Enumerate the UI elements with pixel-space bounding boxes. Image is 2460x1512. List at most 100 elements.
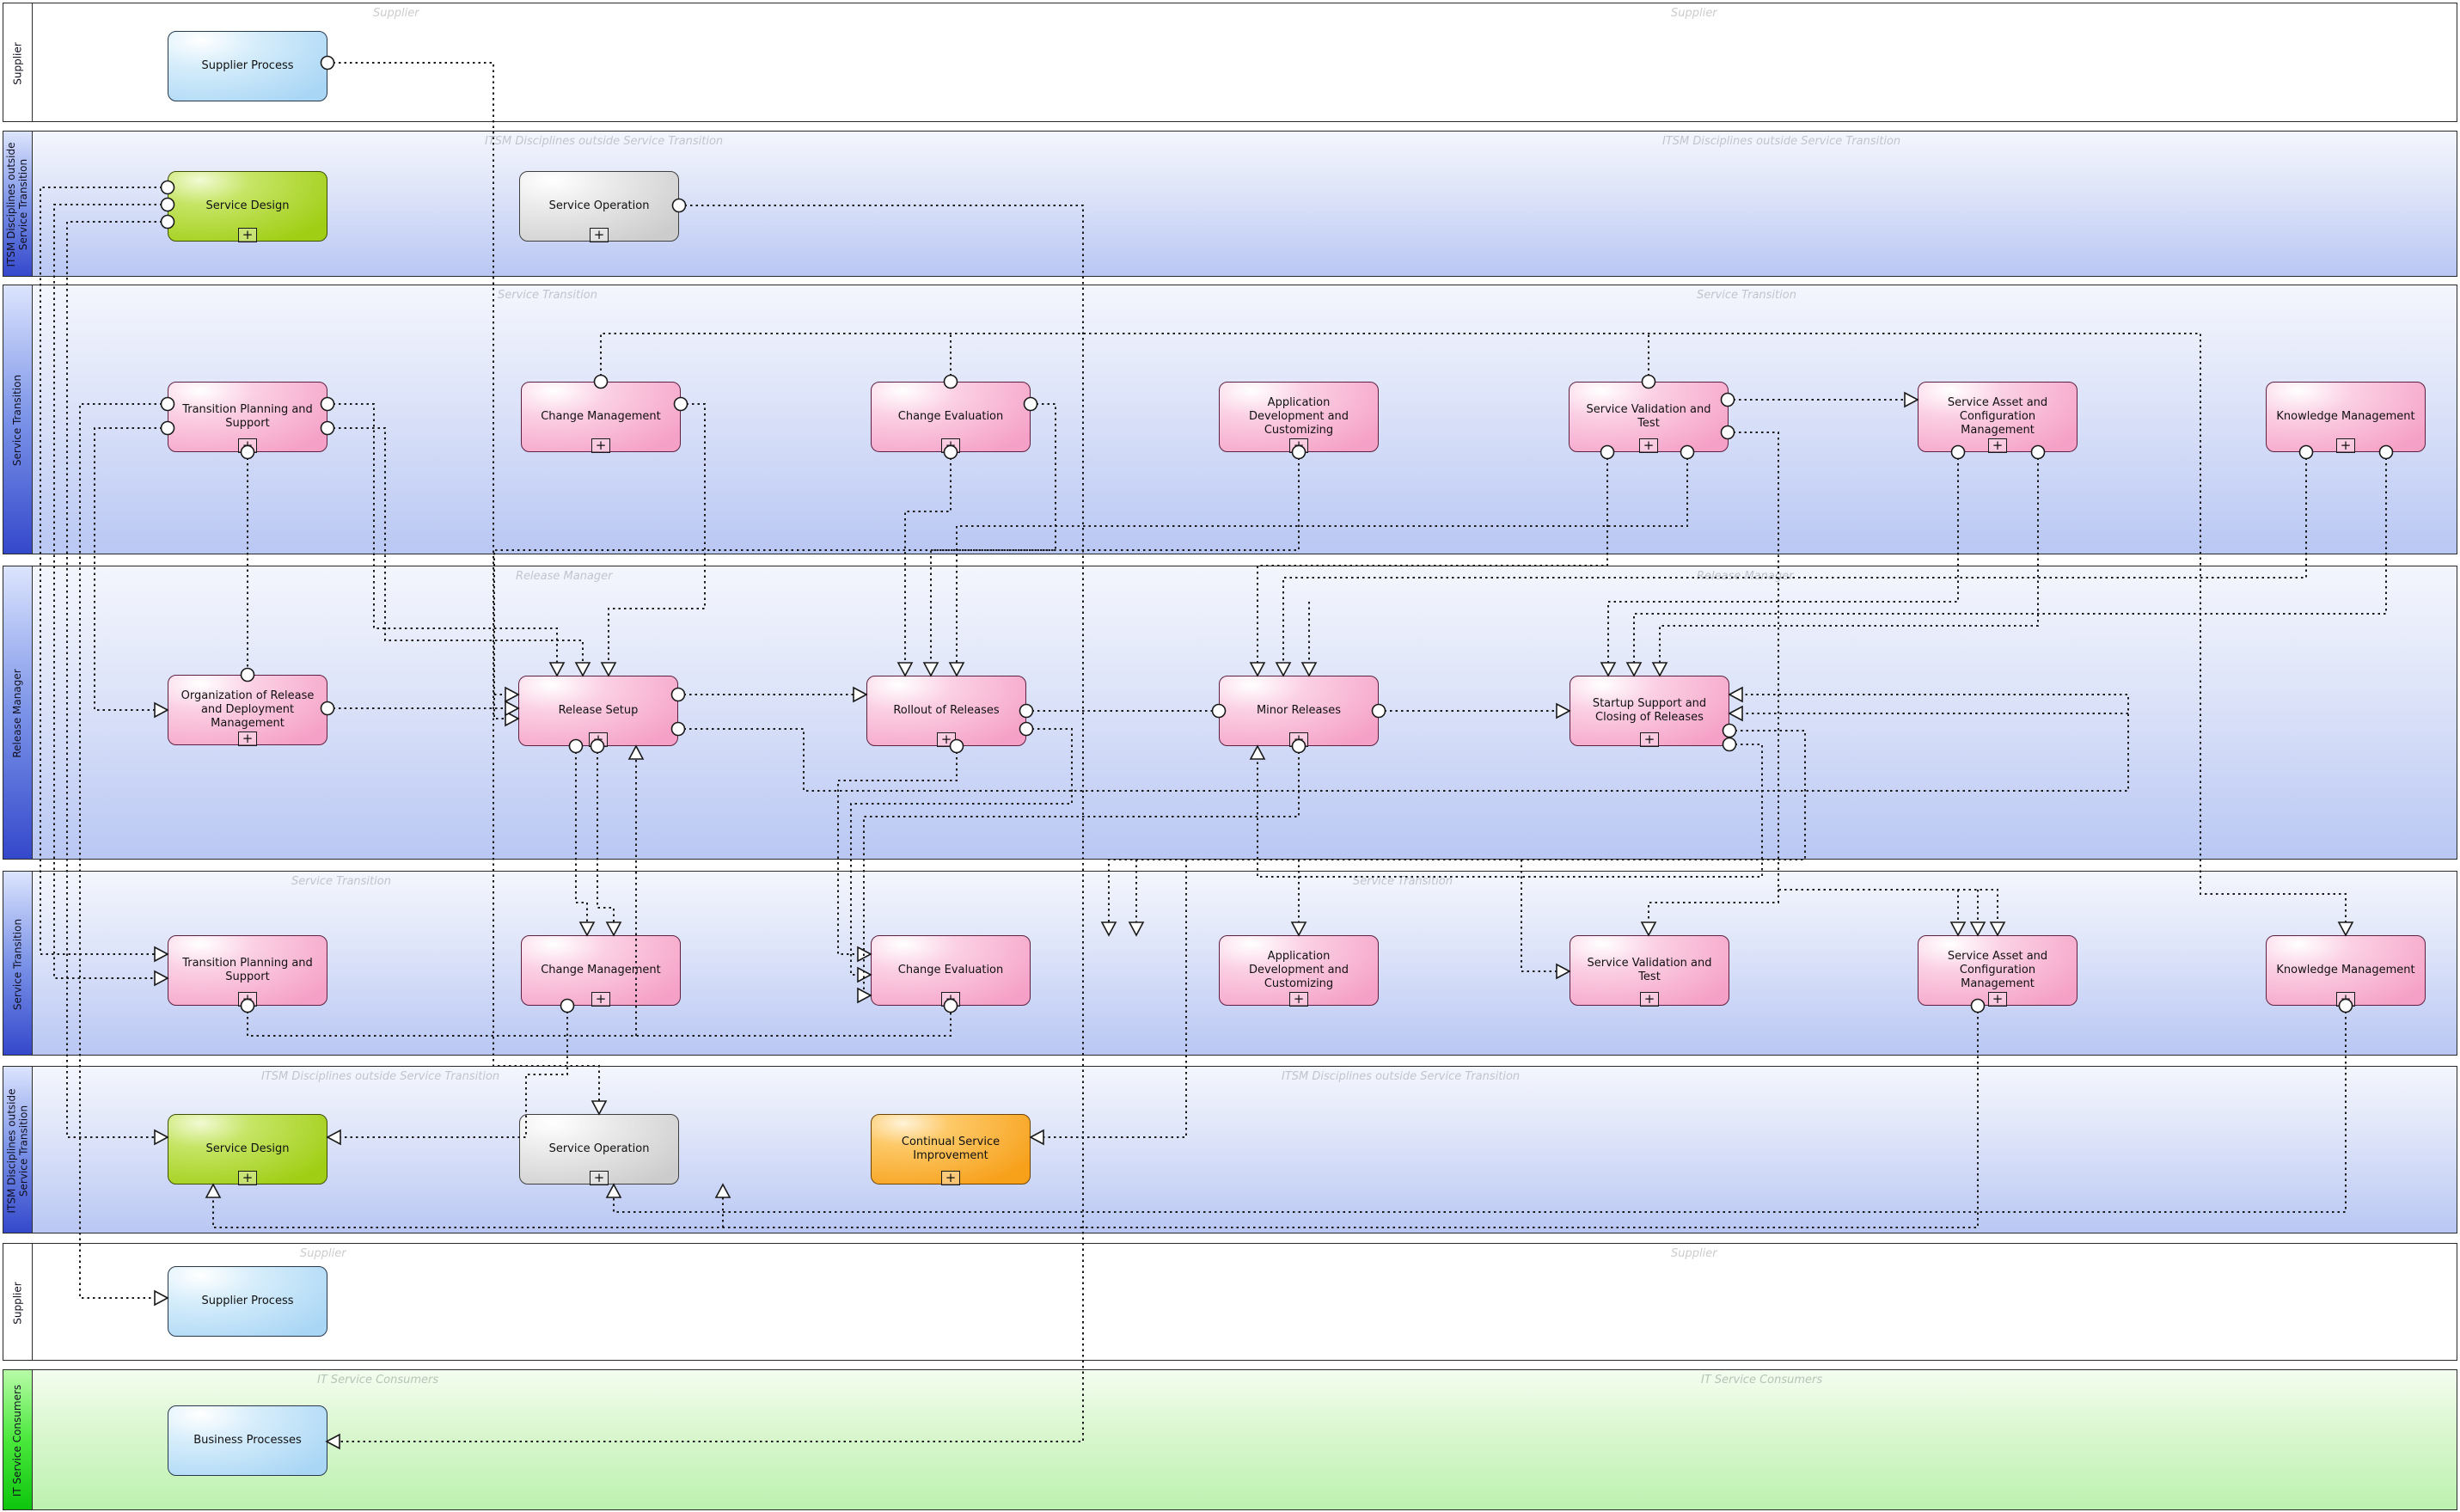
process-box-label: Service Design xyxy=(205,199,290,213)
process-box-knowledge-management-1[interactable]: Knowledge Management+ xyxy=(2266,382,2426,453)
expand-plus-icon[interactable]: + xyxy=(591,438,610,453)
process-box-service-validation-test-2[interactable]: Service Validation and Test + xyxy=(1570,935,1729,1007)
lane-watermark: Service Transition xyxy=(498,289,597,302)
lane-label: Service Transition xyxy=(11,918,24,1010)
lane-watermark: Supplier xyxy=(1671,7,1717,20)
expand-plus-icon[interactable]: + xyxy=(590,228,609,242)
lane-header-release-manager[interactable]: Release Manager xyxy=(3,566,33,859)
process-box-label: Change Evaluation xyxy=(897,964,1004,977)
expand-plus-icon[interactable]: + xyxy=(1289,732,1308,747)
lane-header-service-transition-bottom[interactable]: Service Transition xyxy=(3,872,33,1055)
expand-plus-icon[interactable]: + xyxy=(1640,992,1659,1007)
process-box-label: Change Management xyxy=(541,410,661,424)
process-box-supplier-process-2[interactable]: Supplier Process xyxy=(168,1266,327,1337)
expand-plus-icon[interactable]: + xyxy=(238,732,257,746)
process-box-release-setup[interactable]: Release Setup+ xyxy=(518,676,678,747)
process-box-change-evaluation-1[interactable]: Change Evaluation + xyxy=(871,382,1031,453)
lane-watermark: ITSM Disciplines outside Service Transit… xyxy=(261,1070,500,1083)
lane-watermark: ITSM Disciplines outside Service Transit… xyxy=(1662,135,1901,148)
process-box-label: Application Development and Customizing xyxy=(1248,396,1349,437)
expand-plus-icon[interactable]: + xyxy=(238,438,257,453)
lane-watermark: ITSM Disciplines outside Service Transit… xyxy=(485,135,724,148)
expand-plus-icon[interactable]: + xyxy=(1639,438,1658,453)
process-box-label: Supplier Process xyxy=(201,1295,294,1308)
lane-watermark: IT Service Consumers xyxy=(1701,1374,1823,1387)
lane-header-itsm-top[interactable]: ITSM Disciplines outside Service Transit… xyxy=(3,132,33,276)
process-box-transition-planning-2[interactable]: Transition Planning and Support + xyxy=(168,935,327,1007)
process-box-label: Service Operation xyxy=(548,199,650,213)
expand-plus-icon[interactable]: + xyxy=(2336,438,2355,453)
process-box-label: Service Asset and Configuration Manageme… xyxy=(1947,396,2048,437)
process-box-rollout-of-releases[interactable]: Rollout of Releases+ xyxy=(866,676,1026,747)
process-box-minor-releases[interactable]: Minor Releases + xyxy=(1219,676,1379,747)
process-box-service-asset-config-1[interactable]: Service Asset and Configuration Manageme… xyxy=(1918,382,2078,453)
expand-plus-icon[interactable]: + xyxy=(1289,992,1308,1007)
process-box-change-management-2[interactable]: Change Management + xyxy=(521,935,681,1007)
process-box-label: Transition Planning and Support xyxy=(182,957,313,983)
process-box-service-asset-config-2[interactable]: Service Asset and Configuration Manageme… xyxy=(1918,935,2078,1007)
process-box-knowledge-management-2[interactable]: Knowledge Management+ xyxy=(2266,935,2426,1007)
expand-plus-icon[interactable]: + xyxy=(941,1171,960,1185)
process-box-label: Minor Releases xyxy=(1256,704,1342,718)
process-box-change-management-1[interactable]: Change Management + xyxy=(521,382,681,453)
process-box-label: Application Development and Customizing xyxy=(1248,950,1349,990)
expand-plus-icon[interactable]: + xyxy=(591,992,610,1007)
lane-label: Service Transition xyxy=(11,374,24,467)
process-box-app-dev-customizing-2[interactable]: Application Development and Customizing + xyxy=(1219,935,1379,1007)
lane-label: ITSM Disciplines outside Service Transit… xyxy=(5,142,29,267)
lane-watermark: IT Service Consumers xyxy=(317,1374,439,1387)
lane-itsm-bottom: ITSM Disciplines outside Service Transit… xyxy=(3,1066,2457,1233)
process-box-label: Organization of Release and Deployment M… xyxy=(181,689,315,730)
process-box-continual-service-improvement[interactable]: Continual Service Improvement + xyxy=(871,1114,1031,1185)
lane-header-supplier-top[interactable]: Supplier xyxy=(3,3,33,121)
expand-plus-icon[interactable]: + xyxy=(1988,992,2007,1007)
lane-watermark: ITSM Disciplines outside Service Transit… xyxy=(1282,1070,1521,1083)
expand-plus-icon[interactable]: + xyxy=(590,1171,609,1185)
expand-plus-icon[interactable]: + xyxy=(589,732,608,747)
lane-header-itsm-bottom[interactable]: ITSM Disciplines outside Service Transit… xyxy=(3,1067,33,1233)
expand-plus-icon[interactable]: + xyxy=(1988,438,2007,453)
process-box-business-processes[interactable]: Business Processes xyxy=(168,1405,327,1476)
lane-watermark: Service Transition xyxy=(1697,289,1796,302)
process-box-label: Change Evaluation xyxy=(897,410,1004,424)
process-box-service-operation-1[interactable]: Service Operation + xyxy=(519,171,679,242)
process-box-service-design-2[interactable]: Service Design+ xyxy=(168,1114,327,1185)
lane-watermark: Service Transition xyxy=(1353,875,1453,888)
lane-watermark: Supplier xyxy=(300,1247,346,1260)
lane-supplier-bottom: Supplier Supplier Supplier xyxy=(3,1243,2457,1361)
expand-plus-icon[interactable]: + xyxy=(238,228,257,242)
expand-plus-icon[interactable]: + xyxy=(1289,438,1308,453)
lane-watermark: Supplier xyxy=(1671,1247,1717,1260)
process-box-transition-planning-1[interactable]: Transition Planning and Support + xyxy=(168,382,327,453)
lane-header-service-transition-top[interactable]: Service Transition xyxy=(3,285,33,554)
lane-watermark: Service Transition xyxy=(291,875,391,888)
expand-plus-icon[interactable]: + xyxy=(238,992,257,1007)
lane-it-service-consumers: IT Service Consumers IT Service Consumers… xyxy=(3,1369,2457,1510)
expand-plus-icon[interactable]: + xyxy=(941,992,960,1007)
process-box-label: Business Processes xyxy=(193,1434,302,1448)
process-box-service-design-1[interactable]: Service Design + xyxy=(168,171,327,242)
process-box-org-release-deployment[interactable]: Organization of Release and Deployment M… xyxy=(168,675,327,746)
expand-plus-icon[interactable]: + xyxy=(238,1171,257,1185)
expand-plus-icon[interactable]: + xyxy=(941,438,960,453)
lane-header-it-service-consumers[interactable]: IT Service Consumers xyxy=(3,1370,33,1509)
process-box-label: Service Operation xyxy=(548,1142,650,1156)
process-box-service-operation-2[interactable]: Service Operation + xyxy=(519,1114,679,1185)
process-box-label: Transition Planning and Support xyxy=(182,403,313,430)
lane-label: ITSM Disciplines outside Service Transit… xyxy=(5,1088,29,1213)
process-box-label: Continual Service Improvement xyxy=(901,1136,1001,1162)
expand-plus-icon[interactable]: + xyxy=(937,732,956,747)
process-box-label: Service Validation and Test xyxy=(1587,957,1712,983)
lane-watermark: Release Manager xyxy=(1697,570,1794,583)
process-box-service-validation-test-1[interactable]: Service Validation and Test+ xyxy=(1569,382,1729,453)
process-box-supplier-process-1[interactable]: Supplier Process xyxy=(168,31,327,101)
lane-header-supplier-bottom[interactable]: Supplier xyxy=(3,1244,33,1360)
expand-plus-icon[interactable]: + xyxy=(1640,732,1659,747)
process-box-startup-support-closing[interactable]: Startup Support and Closing of Releases+ xyxy=(1570,676,1729,747)
process-box-app-dev-customizing-1[interactable]: Application Development and Customizing+ xyxy=(1219,382,1379,453)
expand-plus-icon[interactable]: + xyxy=(2336,992,2355,1007)
process-box-change-evaluation-2[interactable]: Change Evaluation + xyxy=(871,935,1031,1007)
process-box-label: Change Management xyxy=(541,964,661,977)
